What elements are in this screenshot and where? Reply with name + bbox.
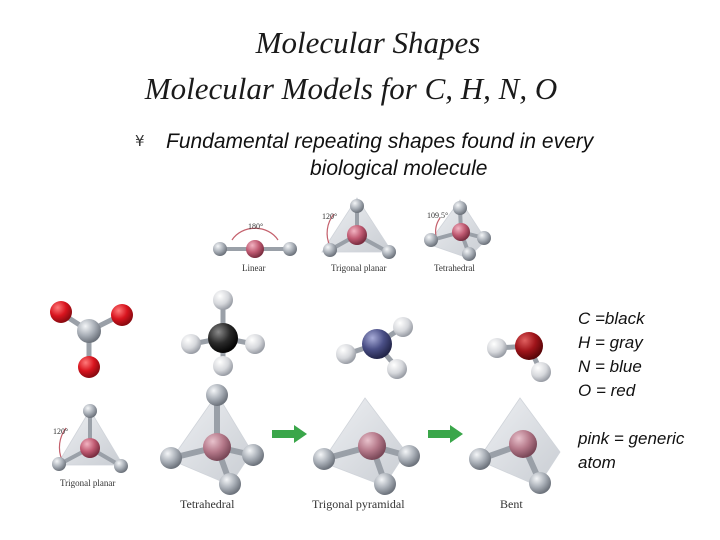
- left-trigonal-label: Trigonal planar: [60, 478, 115, 488]
- methane-model: [181, 290, 265, 376]
- legend-nitrogen: N = blue: [578, 357, 642, 376]
- ammonia-model: [336, 317, 413, 379]
- trigonal-planar-model-left: 120° Trigonal planar: [52, 404, 128, 488]
- linear-angle-label: 180°: [248, 222, 263, 231]
- co2-model: [50, 301, 133, 378]
- bent-label: Bent: [500, 497, 523, 511]
- legend-carbon: C =black: [578, 309, 645, 328]
- slide-title-line-1: Molecular Shapes: [255, 25, 481, 60]
- tetrahedral-bottom-label: Tetrahedral: [180, 497, 235, 511]
- tetrahedral-angle-label: 109.5°: [427, 211, 448, 220]
- bullet-line-1: Fundamental repeating shapes found in ev…: [166, 130, 594, 153]
- legend-oxygen: O = red: [578, 381, 636, 400]
- legend-hydrogen: H = gray: [578, 333, 643, 352]
- arrow-right-icon: [272, 425, 307, 443]
- trigonal-planar-model-top: 120° Trigonal planar: [321, 197, 396, 273]
- linear-model: 180° Linear: [213, 222, 297, 273]
- tetrahedral-model-top: 109.5° Tetrahedral: [424, 199, 491, 273]
- slide-title-line-2: Molecular Models for C, H, N, O: [144, 71, 558, 106]
- arrow-right-icon: [428, 425, 463, 443]
- water-model: [487, 332, 551, 382]
- tetrahedral-model-bottom: Tetrahedral: [160, 384, 264, 511]
- legend-generic-atom-note: pink = generic atom: [578, 429, 685, 472]
- tetrahedral-label: Tetrahedral: [434, 263, 475, 273]
- trigonal-planar-angle-label: 120°: [322, 212, 337, 221]
- bent-model: Bent: [469, 397, 561, 511]
- left-trigonal-angle-label: 120°: [53, 427, 68, 436]
- trigonal-pyramidal-model: Trigonal pyramidal: [312, 397, 420, 511]
- linear-label: Linear: [242, 263, 265, 273]
- color-legend: C =black H = gray N = blue O = red: [578, 307, 645, 403]
- bullet-line-2: biological molecule: [310, 157, 488, 180]
- bullet-text: Fundamental repeating shapes found in ev…: [166, 128, 666, 182]
- yen-bullet-icon: ¥: [135, 132, 145, 150]
- trigonal-pyramidal-label: Trigonal pyramidal: [312, 497, 405, 511]
- trigonal-planar-label: Trigonal planar: [331, 263, 386, 273]
